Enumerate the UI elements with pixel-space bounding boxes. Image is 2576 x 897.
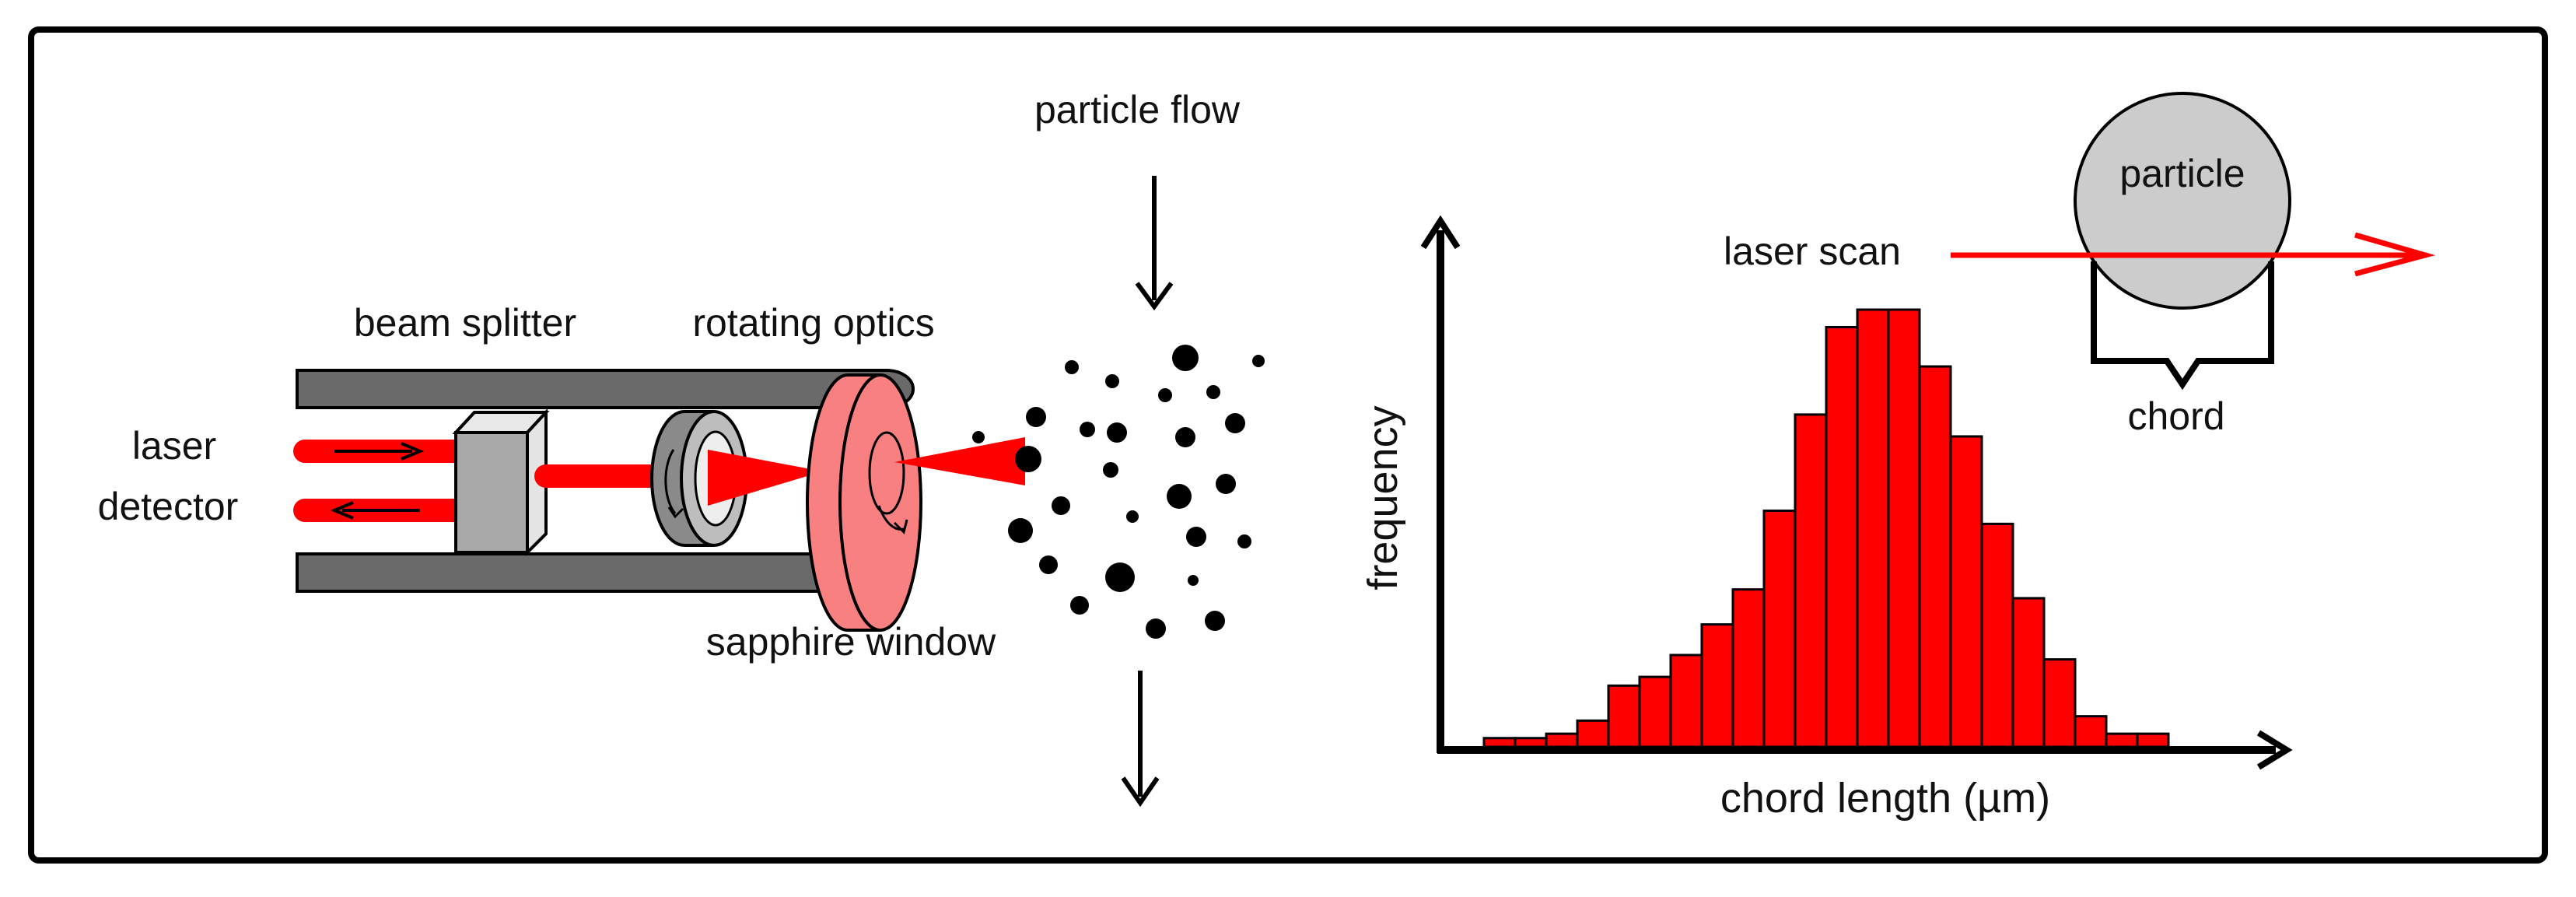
flow-particle [1167, 484, 1192, 509]
histogram-bar [1514, 737, 1548, 748]
chord-inset [1951, 92, 2436, 391]
flow-particle [1070, 596, 1089, 615]
histogram-bar [2074, 715, 2108, 748]
histogram-bar [2105, 732, 2139, 748]
label-particle: particle [2119, 152, 2245, 195]
histogram-bar [1794, 413, 1828, 748]
histogram-bar [1700, 623, 1734, 748]
flow-particle [1065, 360, 1079, 374]
label-particle-flow: particle flow [1034, 88, 1241, 131]
flow-particle [1237, 534, 1251, 548]
flow-particle [1126, 510, 1139, 523]
histogram-bar [2011, 597, 2046, 748]
label-detector: detector [98, 485, 239, 528]
histogram-bar [1576, 719, 1610, 748]
flow-particle [1175, 427, 1195, 447]
particle-cloud [972, 345, 1265, 639]
flow-particle [1039, 555, 1058, 574]
flow-particle [1103, 462, 1118, 478]
histogram-bars [1482, 308, 2170, 748]
histogram-bar [1545, 732, 1579, 748]
label-rotating-optics: rotating optics [692, 301, 934, 345]
chord-length-histogram: chord length (µm) frequency [1360, 215, 2293, 822]
flow-particle [1206, 385, 1220, 399]
flow-particle [1107, 422, 1127, 443]
flow-particle [1186, 527, 1206, 547]
histogram-bar [1762, 510, 1797, 748]
histogram-bar [1918, 365, 1952, 748]
tube-top-wall [296, 369, 915, 409]
flow-particle [1158, 388, 1172, 402]
label-laser-scan: laser scan [1724, 230, 1901, 273]
focused-laser-cone [708, 450, 823, 506]
flow-particle [1225, 413, 1245, 433]
flow-particle [1008, 518, 1033, 543]
flow-particle [1172, 345, 1199, 371]
flow-arrow-top [1135, 176, 1174, 311]
laser-in-arrow [334, 442, 425, 461]
histogram-bar [1607, 684, 1641, 748]
label-beam-splitter: beam splitter [354, 301, 576, 345]
flow-particle [1026, 407, 1046, 427]
histogram-bar [1949, 435, 1983, 748]
laser-scan-arrowhead [2354, 232, 2436, 277]
histogram-bar [1887, 308, 1921, 748]
histogram-bar [1482, 737, 1517, 748]
flow-particle [1205, 611, 1225, 631]
x-axis [1437, 730, 2293, 770]
beam-splitter-cube [452, 408, 550, 556]
histogram-bar [1731, 588, 1766, 748]
histogram-bar [2042, 658, 2077, 748]
sapphire-window [806, 373, 922, 632]
probe-assembly [293, 369, 1025, 632]
flow-particle [1252, 355, 1265, 367]
histogram-bar [1980, 522, 2014, 748]
flow-particle [1052, 496, 1070, 515]
flow-arrow-bottom [1121, 671, 1160, 808]
x-axis-label: chord length (µm) [1720, 775, 2050, 822]
flow-particle [1188, 575, 1199, 586]
inset-particle [2074, 92, 2291, 310]
label-sapphire-window: sapphire window [706, 620, 996, 664]
histogram-bar [1856, 308, 1890, 748]
laser-return-arrow [330, 501, 420, 520]
flow-particle [1105, 374, 1119, 388]
flow-particle [1216, 474, 1236, 494]
label-laser: laser [132, 424, 216, 468]
flow-particle [1080, 422, 1095, 437]
y-axis-label: frequency [1360, 405, 1406, 590]
histogram-bar [1825, 325, 1859, 748]
histogram-bar [1669, 653, 1703, 748]
flow-particle [1146, 618, 1166, 639]
exit-laser-cone [894, 437, 1025, 485]
flow-particle [972, 431, 985, 443]
histogram-bar [2136, 732, 2170, 748]
histogram-bar [1638, 675, 1672, 748]
flow-particle [1105, 562, 1135, 592]
chord-bracket [2091, 261, 2274, 391]
y-axis [1420, 215, 1461, 753]
flow-particle [1015, 446, 1041, 472]
label-chord: chord [2127, 394, 2224, 438]
